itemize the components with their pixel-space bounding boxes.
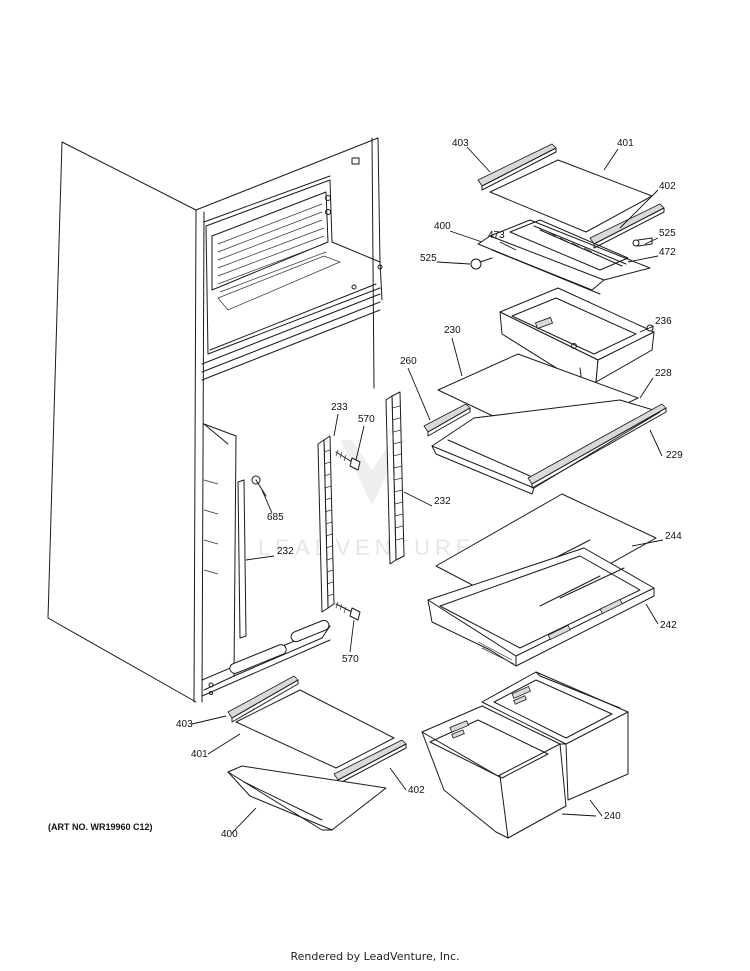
callout-228[interactable]: 228	[655, 368, 672, 379]
shelf-assembly-bottom	[227, 675, 407, 831]
callout-236[interactable]: 236	[655, 316, 672, 327]
callout-402-bottom[interactable]: 402	[408, 785, 425, 796]
callout-570-top[interactable]: 570	[358, 414, 375, 425]
callout-401-top[interactable]: 401	[617, 138, 634, 149]
art-number: (ART NO. WR19960 C12)	[48, 822, 153, 832]
callout-242[interactable]: 242	[660, 620, 677, 631]
shelf-rail-233	[317, 435, 335, 613]
callout-400-top[interactable]: 400	[434, 221, 451, 232]
crisper-drawers-240	[421, 671, 629, 839]
meat-drawer-236	[499, 287, 655, 385]
callout-685[interactable]: 685	[267, 512, 284, 523]
callout-400-bottom[interactable]: 400	[221, 829, 238, 840]
callout-570-bottom[interactable]: 570	[342, 654, 359, 665]
shelf-assembly-top	[470, 143, 665, 295]
callout-labels: 403 401 402 525 400 473 472 525 236 230 …	[176, 138, 683, 840]
callout-402-top[interactable]: 402	[659, 181, 676, 192]
callout-260[interactable]: 260	[400, 356, 417, 367]
callout-403-bottom[interactable]: 403	[176, 719, 193, 730]
callout-229[interactable]: 229	[666, 450, 683, 461]
callout-230[interactable]: 230	[444, 325, 461, 336]
leader-lines	[191, 146, 664, 834]
screw-685	[251, 475, 267, 497]
shelf-assembly-middle	[423, 353, 667, 495]
callout-233[interactable]: 233	[331, 402, 348, 413]
callout-232-left[interactable]: 232	[277, 546, 294, 557]
screw-570-bottom	[335, 601, 361, 621]
refrigerator-cabinet	[47, 137, 383, 703]
callout-525-right[interactable]: 525	[659, 228, 676, 239]
watermark-text: LEADVENTURE	[258, 535, 476, 560]
callout-244[interactable]: 244	[665, 531, 682, 542]
shelf-rail-232-right	[385, 391, 405, 565]
callout-401-bottom[interactable]: 401	[191, 749, 208, 760]
callout-472[interactable]: 472	[659, 247, 676, 258]
crisper-cover-assembly	[427, 493, 657, 667]
screw-570-top	[335, 449, 361, 471]
footer-credit: Rendered by LeadVenture, Inc.	[290, 950, 460, 963]
callout-403-top[interactable]: 403	[452, 138, 469, 149]
callout-473[interactable]: 473	[488, 230, 505, 241]
callout-525-left[interactable]: 525	[420, 253, 437, 264]
callout-240[interactable]: 240	[604, 811, 621, 822]
callout-232-right[interactable]: 232	[434, 496, 451, 507]
